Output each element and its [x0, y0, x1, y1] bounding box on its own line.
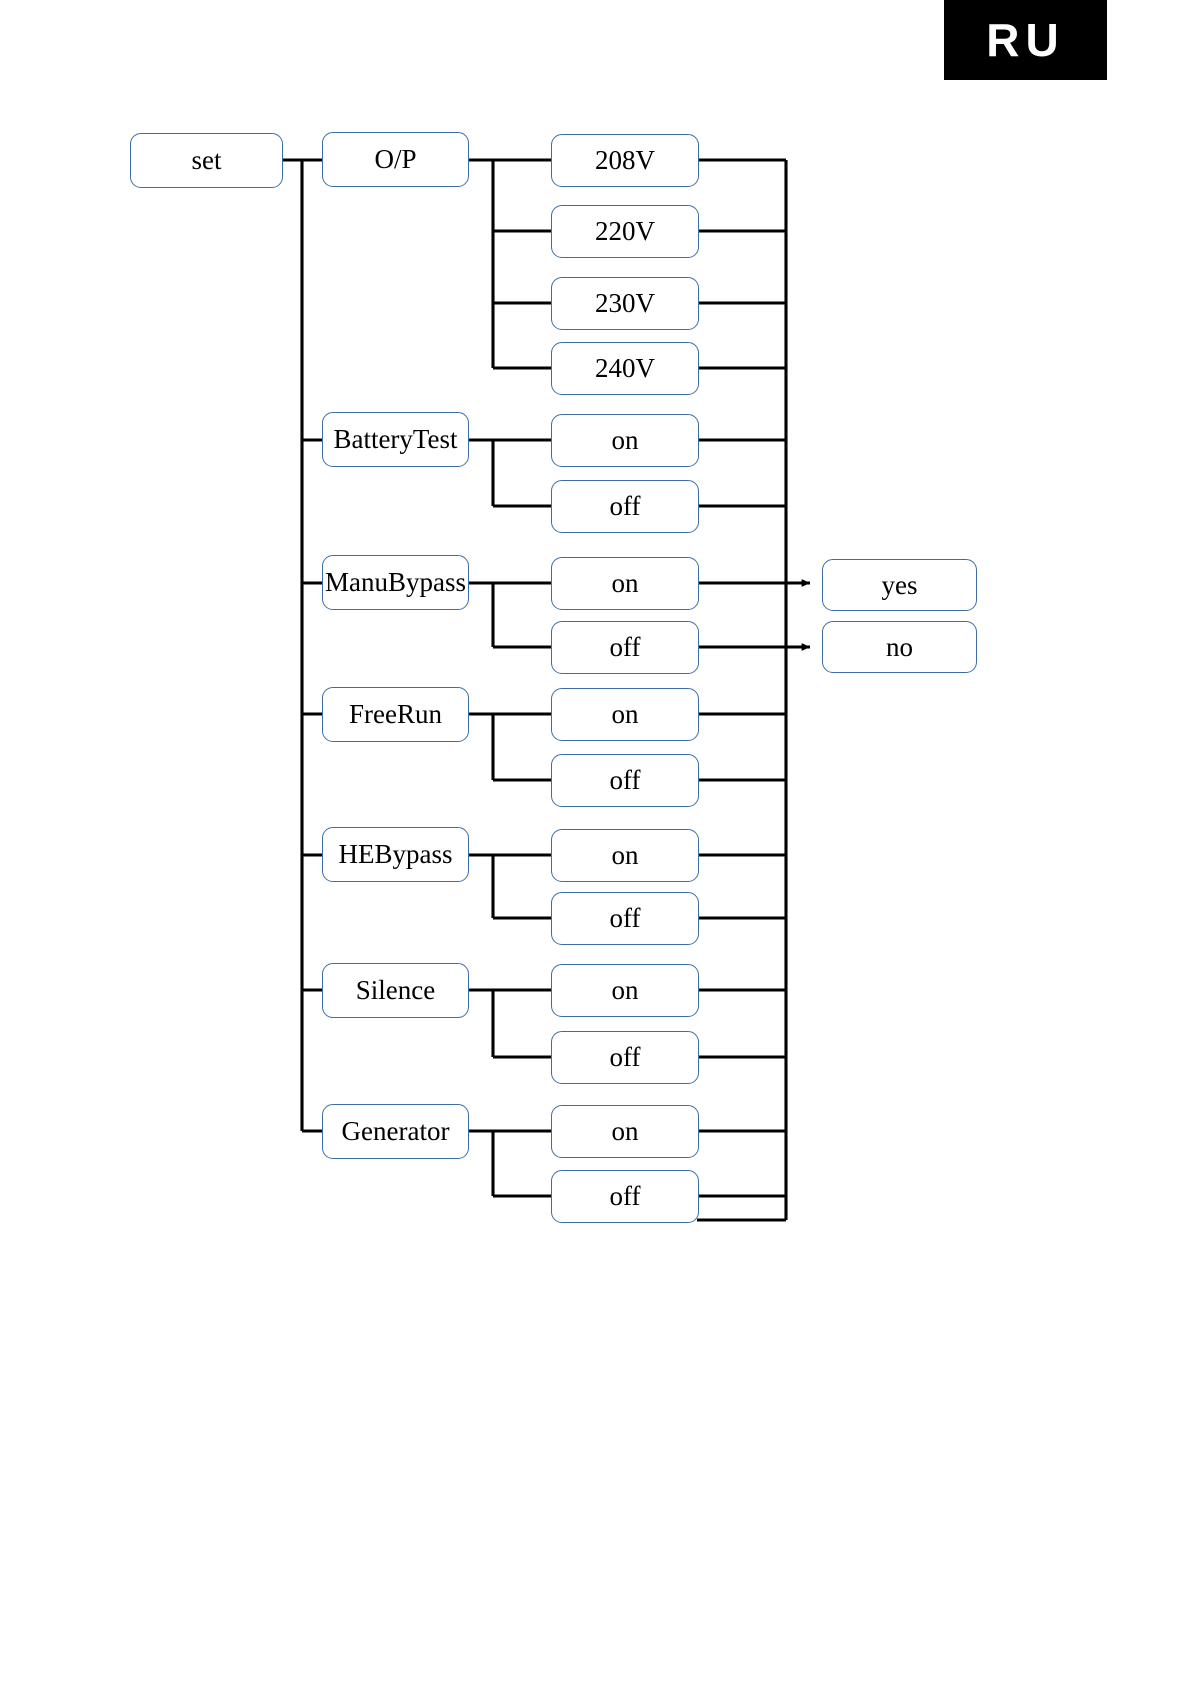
- node-option-batterytest-on[interactable]: on: [551, 414, 699, 467]
- node-option-op-220v[interactable]: 220V: [551, 205, 699, 258]
- node-option-op-230v[interactable]: 230V: [551, 277, 699, 330]
- node-option-freerun-off[interactable]: off: [551, 754, 699, 807]
- node-menu-freerun[interactable]: FreeRun: [322, 687, 469, 742]
- node-option-silence-off[interactable]: off: [551, 1031, 699, 1084]
- node-option-hebypass-on[interactable]: on: [551, 829, 699, 882]
- node-option-op-208v[interactable]: 208V: [551, 134, 699, 187]
- node-option-generator-off[interactable]: off: [551, 1170, 699, 1223]
- node-option-generator-on[interactable]: on: [551, 1105, 699, 1158]
- node-option-hebypass-off[interactable]: off: [551, 892, 699, 945]
- node-set[interactable]: set: [130, 133, 283, 188]
- node-option-op-240v[interactable]: 240V: [551, 342, 699, 395]
- node-menu-op[interactable]: O/P: [322, 132, 469, 187]
- node-menu-hebypass[interactable]: HEBypass: [322, 827, 469, 882]
- node-confirm-no[interactable]: no: [822, 621, 977, 673]
- region-tag-ru: RU: [944, 0, 1107, 80]
- node-menu-batterytest[interactable]: BatteryTest: [322, 412, 469, 467]
- node-menu-manubypass[interactable]: ManuBypass: [322, 555, 469, 610]
- node-option-batterytest-off[interactable]: off: [551, 480, 699, 533]
- node-menu-silence[interactable]: Silence: [322, 963, 469, 1018]
- node-option-freerun-on[interactable]: on: [551, 688, 699, 741]
- node-option-manubypass-off[interactable]: off: [551, 621, 699, 674]
- node-option-manubypass-on[interactable]: on: [551, 557, 699, 610]
- node-confirm-yes[interactable]: yes: [822, 559, 977, 611]
- node-option-silence-on[interactable]: on: [551, 964, 699, 1017]
- node-menu-generator[interactable]: Generator: [322, 1104, 469, 1159]
